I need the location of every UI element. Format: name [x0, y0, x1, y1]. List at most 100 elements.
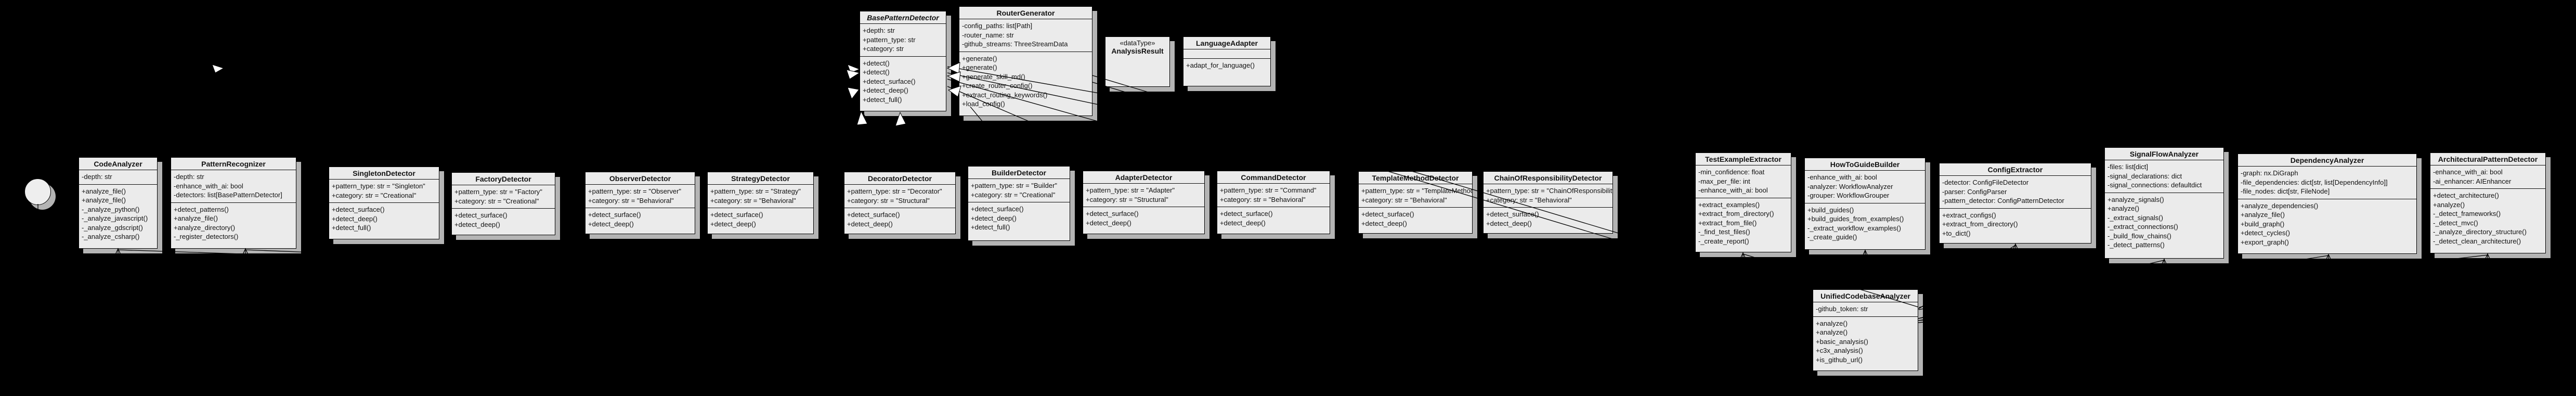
- attribute-row: -depth: str: [82, 173, 112, 181]
- class-name: ArchitecturalPatternDetector: [2438, 155, 2538, 163]
- class-name: SingletonDetector: [353, 169, 415, 177]
- method-row: +detect_surface(): [588, 211, 641, 219]
- class-name: ObserverDetector: [609, 174, 671, 183]
- method-row: +detect_deep(): [332, 214, 378, 223]
- methods-compartment: +detect_surface()+detect_deep(): [708, 208, 813, 234]
- attributes-compartment: +depth: str+pattern_type: str+category: …: [860, 24, 946, 57]
- method-row: -_analyze_python(): [82, 205, 140, 213]
- attribute-row: +category: str = "Behavioral": [1361, 196, 1447, 204]
- method-row: +build_guides_from_examples(): [1807, 215, 1904, 223]
- method-row: +is_github_url(): [1816, 355, 1863, 364]
- method-row: +generate(): [962, 54, 997, 62]
- class-name: StrategyDetector: [731, 174, 790, 183]
- method-row: +detect_deep(): [847, 220, 893, 228]
- methods-compartment: +extract_configs()+extract_from_director…: [1940, 209, 2091, 244]
- class-box-command-detector: CommandDetector +pattern_type: str = "Com…: [1217, 171, 1330, 234]
- method-row: +detect_full(): [971, 223, 1010, 231]
- method-row: +generate_skill_md(): [962, 72, 1025, 81]
- class-box-unified-codebase-analyzer: UnifiedCodebaseAnalyzer-github_token: st…: [1813, 289, 1918, 371]
- attribute-row: -enhance_with_ai: bool: [1698, 186, 1768, 194]
- attribute-row: -detectors: list[BasePatternDetector]: [174, 191, 282, 199]
- methods-compartment: +generate()+generate()+generate_skill_md…: [959, 52, 1092, 116]
- methods-compartment: +detect_patterns()+analyze_file()+analyz…: [171, 203, 296, 249]
- method-row: +export_graph(): [2241, 238, 2289, 246]
- method-row: +detect_full(): [863, 95, 902, 104]
- class-title: RouterGenerator: [959, 7, 1092, 19]
- attribute-row: +category: str: [863, 45, 904, 53]
- attribute-row: +category: str = "Structural": [1086, 195, 1168, 203]
- attributes-compartment: -config_paths: list[Path]-router_name: s…: [959, 19, 1092, 52]
- attribute-row: +pattern_type: str = "Builder": [971, 182, 1058, 189]
- class-title: DependencyAnalyzer: [2238, 154, 2416, 167]
- attribute-row: -signal_connections: defaultdict: [2107, 181, 2202, 189]
- methods-compartment: +analyze_dependencies()+analyze_file()+b…: [2238, 199, 2416, 254]
- attribute-row: +category: str = "Structural": [847, 196, 930, 205]
- attribute-row: +pattern_type: str = "Command": [1220, 186, 1317, 194]
- open-arrowhead: [2161, 258, 2167, 266]
- open-arrowhead: [2325, 253, 2332, 261]
- class-box-chain-of-responsibility-detector: ChainOfResponsibilityDetector +pattern_ty…: [1483, 171, 1613, 234]
- attributes-compartment: +pattern_type: str = "Strategy"+category…: [708, 185, 813, 208]
- line-stub: [1918, 305, 1925, 310]
- class-box-singleton-detector: SingletonDetector+pattern_type: str = "S…: [329, 167, 439, 239]
- method-row: +extract_from_directory(): [1698, 210, 1774, 218]
- method-row: +c3x_analysis(): [1816, 347, 1863, 354]
- attributes-compartment: -enhance_with_ai: bool-analyzer: Workflo…: [1805, 171, 1925, 203]
- attribute-row: -graph: nx.DiGraph: [2241, 169, 2298, 177]
- class-box-how-to-guide-builder: HowToGuideBuilder-enhance_with_ai: bool-…: [1804, 158, 1926, 250]
- method-row: +detect_architecture(): [2433, 191, 2499, 199]
- inheritance-arrowhead: [847, 87, 860, 100]
- attribute-row: -max_per_file: int: [1698, 177, 1750, 185]
- attribute-row: -parser: ConfigParser: [1942, 187, 2007, 196]
- attribute-row: +pattern_type: str = "Adapter": [1086, 186, 1175, 194]
- class-box-analysis-result: «dataType»AnalysisResult: [1105, 36, 1170, 87]
- attribute-row: +pattern_type: str = "Decorator": [847, 187, 942, 195]
- method-row: -_find_test_files(): [1698, 228, 1750, 236]
- method-row: +detect_surface(): [1086, 210, 1139, 218]
- method-row: +detect_deep(): [1220, 219, 1266, 227]
- class-name: ConfigExtractor: [1987, 165, 2043, 174]
- method-row: +analyze_dependencies(): [2241, 201, 2319, 210]
- class-name: TemplateMethodDetector: [1372, 174, 1459, 182]
- inheritance-arrowhead: [895, 111, 906, 126]
- method-row: +analyze_file(): [2241, 211, 2285, 219]
- open-arrowhead: [115, 248, 121, 256]
- method-row: +detect_surface(): [1361, 210, 1414, 218]
- class-box-router-generator: RouterGenerator -config_paths: list[Path]…: [959, 6, 1092, 116]
- attribute-row: +pattern_type: str = "ChainOfResponsibil…: [1486, 187, 1612, 195]
- method-row: +detect_deep(): [1361, 219, 1407, 227]
- method-row: +basic_analysis(): [1816, 337, 1868, 346]
- methods-compartment: +detect_surface()+detect_deep(): [452, 209, 555, 235]
- attributes-compartment: +pattern_type: str = "ChainOfResponsibil…: [1484, 184, 1612, 208]
- method-row: -_analyze_csharp(): [82, 233, 140, 240]
- attribute-row: +pattern_type: str: [863, 35, 916, 44]
- class-box-builder-detector: BuilderDetector+pattern_type: str = "Bui…: [968, 166, 1070, 241]
- method-row: +detect_deep(): [1486, 219, 1532, 227]
- method-row: +analyze_file(): [174, 214, 218, 222]
- open-arrowhead: [1740, 252, 1746, 260]
- method-row: +generate(): [962, 63, 997, 71]
- class-title: CommandDetector: [1217, 171, 1330, 184]
- attributes-compartment: +pattern_type: str = "TemplateMethod"+ca…: [1359, 184, 1472, 208]
- attribute-row: +pattern_type: str = "TemplateMethod": [1361, 187, 1472, 195]
- class-title: UnifiedCodebaseAnalyzer: [1813, 290, 1918, 302]
- method-row: -_analyze_gdscript(): [82, 223, 143, 232]
- methods-compartment: +extract_examples()+extract_from_directo…: [1696, 198, 1791, 252]
- attribute-row: -detector: ConfigFileDetector: [1942, 178, 2029, 186]
- class-name: RouterGenerator: [996, 9, 1055, 17]
- methods-compartment: +detect_surface()+detect_deep(): [1484, 208, 1612, 233]
- method-row: +detect_surface(): [332, 206, 385, 213]
- class-name: ChainOfResponsibilityDetector: [1494, 174, 1602, 182]
- methods-compartment: +detect_surface()+detect_deep(): [1217, 207, 1330, 234]
- method-row: -_extract_connections(): [2107, 223, 2178, 231]
- method-row: +build_guides(): [1807, 206, 1854, 214]
- attributes-compartment: -min_confidence: float-max_per_file: int…: [1696, 165, 1791, 198]
- method-row: +extract_configs(): [1942, 211, 1996, 219]
- class-name: CommandDetector: [1241, 173, 1306, 182]
- class-box-config-extractor: ConfigExtractor -detector: ConfigFileDete…: [1939, 163, 2091, 244]
- methods-compartment: +analyze_file()+analyze_file()-_analyze_…: [79, 185, 157, 249]
- method-row: +detect_deep(): [454, 220, 500, 228]
- method-row: +extract_from_file(): [1698, 219, 1757, 227]
- line-stub: [1918, 317, 1925, 323]
- method-row: +analyze_file(): [82, 187, 126, 195]
